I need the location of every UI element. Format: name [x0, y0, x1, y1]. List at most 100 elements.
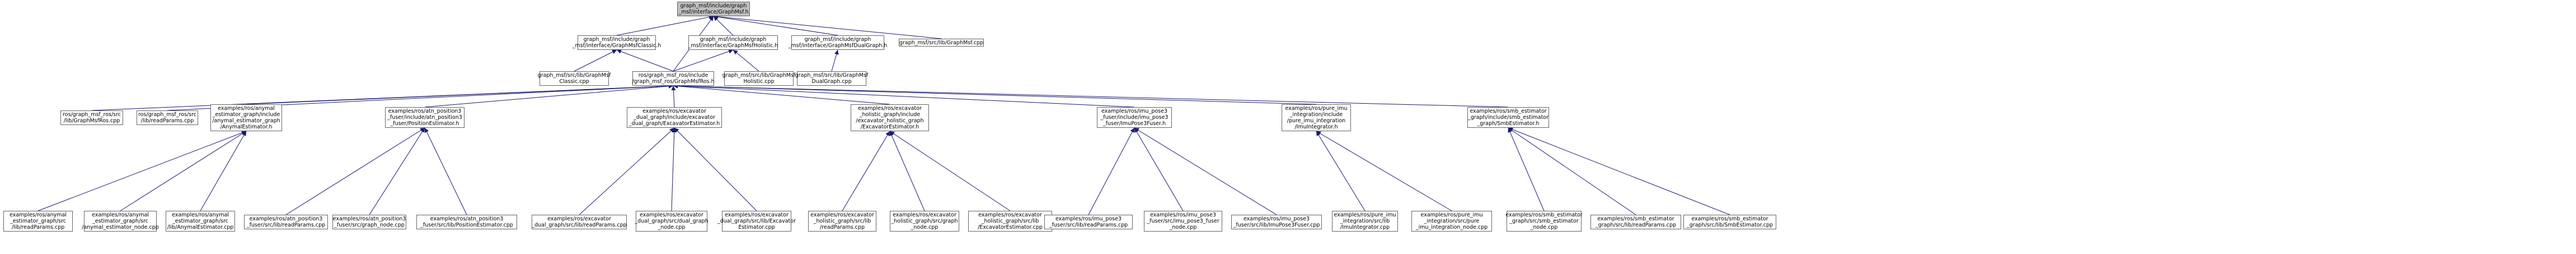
node-label-line: /lib/AnymalEstimator.cpp [167, 224, 234, 230]
graph-node-exd1[interactable]: examples/ros/excavator_dual_graph/src/li… [532, 215, 627, 229]
node-label-line: _estimator_graph/src [10, 218, 67, 224]
graph-node-ros-cpp[interactable]: ros/graph_msf_ros/src/lib/GraphMsfRos.cp… [60, 110, 123, 125]
node-label-line: _fuser/include/imu_pose3 [1100, 114, 1169, 121]
graph-node-exc-dual-h[interactable]: examples/ros/excavator_dual_graph/includ… [627, 107, 722, 128]
node-label-line: Holistic.cpp [743, 78, 775, 85]
graph-node-pure2[interactable]: examples/ros/pure_imu_integration/src/pu… [1411, 211, 1492, 232]
node-label-line: _node.cpp [1530, 224, 1558, 230]
node-label-line: /ImuIntegrator.h [1294, 124, 1338, 130]
graph-node-atn1[interactable]: examples/ros/atn_position3_fuser/src/lib… [244, 215, 328, 229]
node-label-line: examples/ros/atn_position3 [388, 108, 462, 114]
edge-smb3-includes-smb_h [1508, 127, 1730, 215]
graph-node-holistic-h[interactable]: graph_msf/include/graph_msf/interface/Gr… [688, 35, 778, 50]
node-label-line: _dual_graph/ExcavatorEstimator.h [628, 121, 720, 127]
edge-any2-includes-anymal_h [120, 131, 247, 211]
node-label-line: _dual_graph/src/lib/readParams.cpp [532, 222, 627, 228]
edge-exc_dual_h-includes-ros_h [671, 85, 676, 108]
node-label-line: /anymal_estimator_graph [212, 118, 280, 124]
graph-node-pure1[interactable]: examples/ros/pure_imu_integration/src/li… [1332, 211, 1398, 232]
graph-node-classic-h[interactable]: graph_msf/include/graph_msf/interface/Gr… [573, 35, 661, 50]
node-label-line: examples/ros/smb_estimator [1691, 216, 1768, 222]
edge-pure2-includes-pure_h [1316, 131, 1452, 211]
graph-node-exc-hol-h[interactable]: examples/ros/excavator_holistic_graph/in… [851, 104, 929, 131]
graph-node-smb-h[interactable]: examples/ros/smb_estimator_graph/include… [1467, 107, 1549, 128]
graph-node-smb1[interactable]: examples/ros/smb_estimator_graph/src/smb… [1505, 211, 1583, 232]
node-label-line: _fuser/src/lib/readParams.cpp [246, 222, 326, 228]
node-label-line: graph_msf/src/lib/GraphMsf.cpp [899, 39, 984, 46]
node-label-line: _dual_graph/src/dual_graph [635, 218, 708, 224]
graph-node-any1[interactable]: examples/ros/anymal_estimator_graph/src/… [3, 211, 73, 232]
graph-node-exh3[interactable]: examples/ros/excavator_holistic_graph/sr… [968, 211, 1052, 232]
graph-node-imu-h[interactable]: examples/ros/imu_pose3_fuser/include/imu… [1097, 107, 1172, 128]
edge-dualgraph_cpp-includes-dualgraph_h [831, 49, 839, 72]
graph-node-atn-h[interactable]: examples/ros/atn_position3_fuser/include… [385, 107, 464, 128]
node-label-line: _node.cpp [911, 224, 939, 230]
node-label-line: _fuser/src/lib/readParams.cpp [1049, 222, 1128, 228]
node-label-line: /AnymalEstimator.h [220, 124, 273, 130]
graph-node-imu2[interactable]: examples/ros/imu_pose3_fuser/src/imu_pos… [1144, 211, 1222, 232]
graph-node-exh2[interactable]: examples/ros/excavator_holistic_graph/sr… [890, 211, 959, 232]
graph-node-imu1[interactable]: examples/ros/imu_pose3_fuser/src/lib/rea… [1044, 215, 1133, 229]
graph-node-ros-readparams[interactable]: ros/graph_msf_ros/src/lib/readParams.cpp [137, 110, 198, 125]
graph-node-dualgraph-h[interactable]: graph_msf/include/graph_msf/interface/Gr… [789, 35, 887, 50]
node-label-line: _msf/interface/GraphMsf.h [678, 9, 749, 15]
graph-node-graphmsf-cpp[interactable]: graph_msf/src/lib/GraphMsf.cpp [899, 39, 984, 47]
node-label-line: _fuser/ImuPose3Fuser.h [1103, 121, 1166, 127]
graph-node-smb2[interactable]: examples/ros/smb_estimator_graph/src/lib… [1590, 215, 1681, 229]
graph-node-pure-h[interactable]: examples/ros/pure_imu_integration/includ… [1282, 104, 1351, 131]
graph-node-atn2[interactable]: examples/ros/atn_position3_fuser/src/gra… [332, 215, 406, 229]
node-label-line: _graph/include/smb_estimator [1467, 114, 1549, 121]
node-label-line: _graph/src/smb_estimator [1509, 218, 1579, 224]
node-label-line: _estimator_graph/src [172, 218, 229, 224]
graph-node-exd2[interactable]: examples/ros/excavator_dual_graph/src/du… [635, 211, 708, 232]
node-label-line: _dual_graph/include/excavator [634, 114, 715, 121]
graph-node-anymal-h[interactable]: examples/ros/anymal_estimator_graph/incl… [210, 104, 282, 131]
node-label-line: examples/ros/pure_imu [1285, 105, 1348, 112]
edge-smb2-includes-smb_h [1508, 127, 1636, 215]
node-label-line: _fuser/src/lib/ImuPose3Fuser.cpp [1233, 222, 1320, 228]
graph-node-smb3[interactable]: examples/ros/smb_estimator_graph/src/lib… [1683, 215, 1776, 229]
graph-node-ros-h[interactable]: ros/graph_msf_ros/include/graph_msf_ros/… [632, 71, 715, 86]
graph-node-exd3[interactable]: examples/ros/excavator_dual_graph/src/li… [717, 211, 796, 232]
node-label-line: ros/graph_msf_ros/src [138, 112, 197, 118]
node-label-line: examples/ros/atn_position3 [332, 216, 406, 222]
edge-smb_h-includes-ros_h [673, 84, 1509, 108]
node-label-line: _msf/interface/GraphMsfHolistic.h [688, 43, 778, 49]
node-label-line: /ImuIntegrator.cpp [1340, 224, 1390, 230]
edge-any1-includes-anymal_h [37, 131, 247, 211]
node-label-line: _estimator_graph/src [92, 218, 149, 224]
edge-imu1-includes-imu_h [1088, 127, 1135, 215]
edge-imu_h-includes-ros_h [673, 84, 1135, 108]
graph-node-any2[interactable]: examples/ros/anymal_estimator_graph/src/… [82, 211, 159, 232]
node-label-line: graph_msf/include/graph [583, 36, 650, 43]
node-label-line: ros/graph_msf_ros/src [62, 112, 121, 118]
node-label-line: graph_msf/include/graph [804, 36, 871, 43]
edge-holistic_cpp-includes-holistic_h [733, 49, 759, 72]
node-label-line: _integration/src/pure [1424, 218, 1480, 224]
graph-node-imu3[interactable]: examples/ros/imu_pose3_fuser/src/lib/Imu… [1231, 215, 1322, 229]
node-label-line: examples/ros/anymal [92, 212, 149, 218]
node-label-line: /lib/GraphMsfRos.cpp [63, 118, 120, 124]
graph-node-exh1[interactable]: examples/ros/excavator_holistic_graph/sr… [808, 211, 876, 232]
node-label-line: examples/ros/imu_pose3 [1055, 216, 1122, 222]
node-label-line: _fuser/include/atn_position3 [387, 114, 462, 121]
node-label-line: /lib/readParams.cpp [11, 224, 65, 230]
graph-node-atn3[interactable]: examples/ros/atn_position3_fuser/src/lib… [416, 215, 517, 229]
node-label-line: _integration/include [1289, 112, 1343, 118]
node-label-line: examples/ros/excavator [858, 105, 922, 112]
node-label-line: _node.cpp [658, 224, 686, 230]
edge-exd1-includes-exc_dual_h [579, 127, 675, 215]
edge-pure1-includes-pure_h [1316, 131, 1366, 211]
node-label-line: examples/ros/excavator [725, 212, 789, 218]
node-label-line: examples/ros/anymal [218, 105, 275, 112]
node-label-line: _estimator_graph/include [212, 112, 280, 118]
node-label-line: /pure_imu_integration [1287, 118, 1346, 124]
graph-node-any3[interactable]: examples/ros/anymal_estimator_graph/src/… [166, 211, 235, 232]
edge-graphmsf_cpp-includes-root [713, 14, 942, 39]
node-label-line: _fuser/src/imu_pose3_fuser [1147, 218, 1219, 224]
graph-node-root: graph_msf/include/graph_msf/interface/Gr… [677, 2, 750, 16]
node-label-line: examples/ros/imu_pose3 [1101, 108, 1168, 114]
